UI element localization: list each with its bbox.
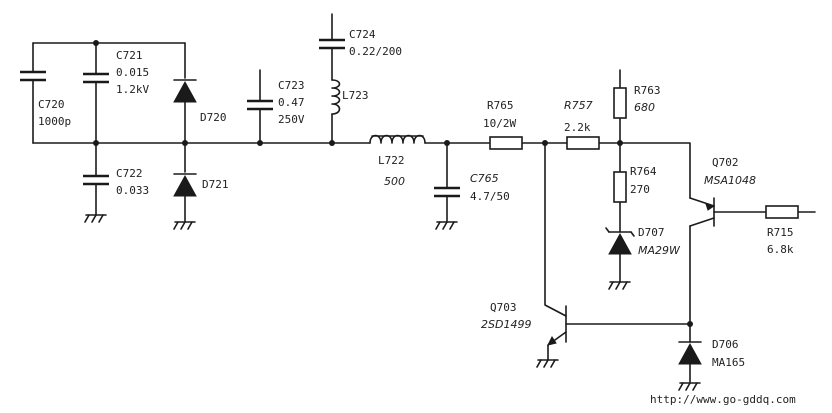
label-r715-ref: R715 [767, 226, 794, 239]
label-r765-value: 10/2W [483, 117, 516, 130]
ground-d706 [678, 382, 701, 391]
label-c724-value: 0.22/200 [349, 45, 402, 58]
label-c722-value: 0.033 [116, 184, 149, 197]
label-c720-ref: C720 [38, 98, 65, 111]
label-d707-ref: D707 [638, 226, 665, 239]
label-r765-ref: R765 [487, 99, 514, 112]
capacitor-c724-symbol [319, 38, 345, 50]
label-c765-ref: C765 [470, 172, 499, 185]
label-d720-ref: D720 [200, 111, 227, 124]
label-c722-ref: C722 [116, 167, 143, 180]
ground-d707 [608, 281, 631, 290]
label-q702-ref: Q702 [712, 156, 739, 169]
label-c721-ref: C721 [116, 49, 143, 62]
capacitor-c723-symbol [247, 99, 273, 111]
component-labels: C720 1000p C721 0.015 1.2kV D720 C722 0.… [38, 28, 794, 369]
label-c723-value1: 0.47 [278, 96, 305, 109]
transistor-q702-symbol [689, 197, 716, 227]
resistor-r757-symbol [566, 136, 600, 150]
label-r764-ref: R764 [630, 165, 657, 178]
label-r757-ref: R757 [564, 99, 593, 112]
label-c723-value2: 250V [278, 113, 305, 126]
capacitor-c765-symbol [434, 186, 460, 198]
label-c723-ref: C723 [278, 79, 305, 92]
label-c721-value1: 0.015 [116, 66, 149, 79]
ground-c765 [435, 221, 458, 230]
ground-q703 [536, 359, 559, 368]
label-c724-ref: C724 [349, 28, 376, 41]
label-r763-value: 680 [634, 101, 655, 114]
junction-dots [93, 40, 693, 327]
capacitor-c722-symbol [83, 174, 109, 186]
label-r763-ref: R763 [634, 84, 661, 97]
label-r757-value: 2.2k [564, 121, 591, 134]
resistor-r764-symbol [613, 171, 627, 203]
resistor-r765-symbol [489, 136, 523, 150]
watermark-url: http://www.go-gddq.com [650, 393, 796, 406]
label-c720-value: 1000p [38, 115, 71, 128]
diode-d721-symbol [173, 173, 197, 197]
label-q703-value: 2SD1499 [481, 318, 531, 331]
label-c765-value: 4.7/50 [470, 190, 510, 203]
wires [32, 13, 816, 384]
ground-c722 [84, 214, 107, 223]
diode-d720-symbol [173, 79, 197, 103]
label-q703-ref: Q703 [490, 301, 517, 314]
label-d707-value: MA29W [638, 244, 681, 257]
inductor-l722-symbol [369, 134, 426, 144]
diode-d706-symbol [678, 341, 702, 365]
label-c721-value2: 1.2kV [116, 83, 149, 96]
ground-symbols [84, 214, 701, 391]
inductor-l723-symbol [331, 79, 341, 115]
label-l723-ref: L723 [342, 89, 369, 102]
label-r715-value: 6.8k [767, 243, 794, 256]
label-l722-value: 500 [384, 175, 405, 188]
transistor-q703-symbol [547, 305, 567, 346]
resistor-r715-symbol [765, 205, 799, 219]
label-d706-value: MA165 [712, 356, 745, 369]
capacitor-c720-symbol [20, 70, 46, 82]
capacitor-c721-symbol [83, 72, 109, 84]
label-q702-value: MSA1048 [704, 174, 756, 187]
ground-d721 [173, 221, 196, 230]
label-r764-value: 270 [630, 183, 650, 196]
diode-d707-symbol [605, 227, 635, 255]
label-d706-ref: D706 [712, 338, 739, 351]
label-l722-ref: L722 [378, 154, 405, 167]
label-d721-ref: D721 [202, 178, 229, 191]
resistor-r763-symbol [613, 87, 627, 119]
